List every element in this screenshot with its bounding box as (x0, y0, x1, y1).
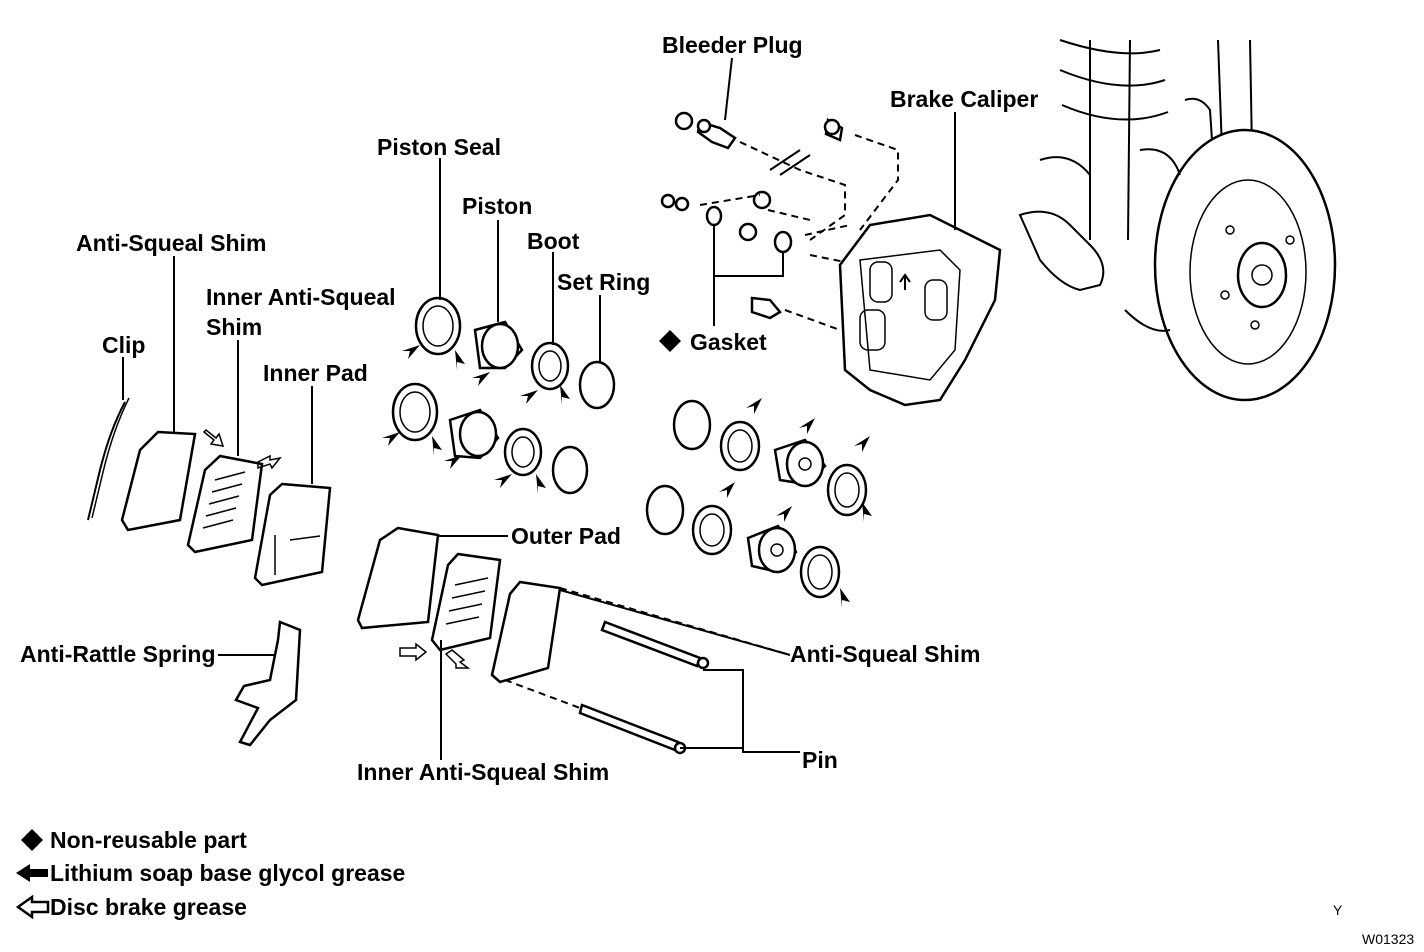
label-bleeder-plug: Bleeder Plug (662, 32, 803, 58)
label-inner-anti-squeal-shim-top-2: Shim (206, 314, 262, 340)
label-anti-squeal-shim-right: Anti-Squeal Shim (790, 641, 980, 667)
label-boot: Boot (527, 228, 580, 254)
label-piston-seal: Piston Seal (377, 134, 501, 160)
hollow-arrow-icon (15, 894, 50, 920)
label-gasket: Gasket (690, 329, 767, 355)
label-inner-anti-squeal-shim-top-1: Inner Anti-Squeal (206, 284, 396, 310)
suspension-strut-and-disc (1018, 39, 1337, 402)
grease-arrows (382, 345, 872, 608)
label-set-ring: Set Ring (557, 269, 650, 295)
label-inner-pad: Inner Pad (263, 360, 368, 386)
label-anti-rattle-spring: Anti-Rattle Spring (20, 641, 216, 667)
label-clip: Clip (102, 332, 145, 358)
label-piston: Piston (462, 193, 532, 219)
label-anti-squeal-shim-top: Anti-Squeal Shim (76, 230, 266, 256)
piston-group-upper (391, 296, 616, 495)
label-outer-pad: Outer Pad (511, 523, 621, 549)
bleeder-plug-parts (660, 111, 899, 331)
diamond-icon (21, 829, 43, 851)
label-pin: Pin (802, 747, 838, 773)
anti-rattle-spring-part (234, 620, 302, 747)
legend-item-non-reusable: Non-reusable part (50, 827, 247, 853)
solid-arrow-icon (16, 864, 48, 882)
orientation-mark: Y (1333, 902, 1343, 918)
label-inner-anti-squeal-shim-bottom: Inner Anti-Squeal Shim (357, 759, 609, 785)
piston-group-lower (645, 399, 868, 599)
hollow-arrows (202, 428, 471, 669)
pad-assembly-lower (356, 526, 791, 755)
diagram-code: W01323 (1362, 931, 1414, 947)
pad-assembly-upper (87, 397, 332, 587)
diamond-icon (659, 330, 681, 352)
label-brake-caliper: Brake Caliper (890, 86, 1038, 112)
legend-item-lithium-grease: Lithium soap base glycol grease (50, 860, 405, 886)
legend-item-disc-brake-grease: Disc brake grease (50, 894, 247, 920)
brake-caliper-body (804, 213, 1002, 407)
leader-lines (122, 57, 956, 760)
gasket-leader (713, 226, 784, 326)
legend: Non-reusable part Lithium soap base glyc… (15, 827, 405, 920)
